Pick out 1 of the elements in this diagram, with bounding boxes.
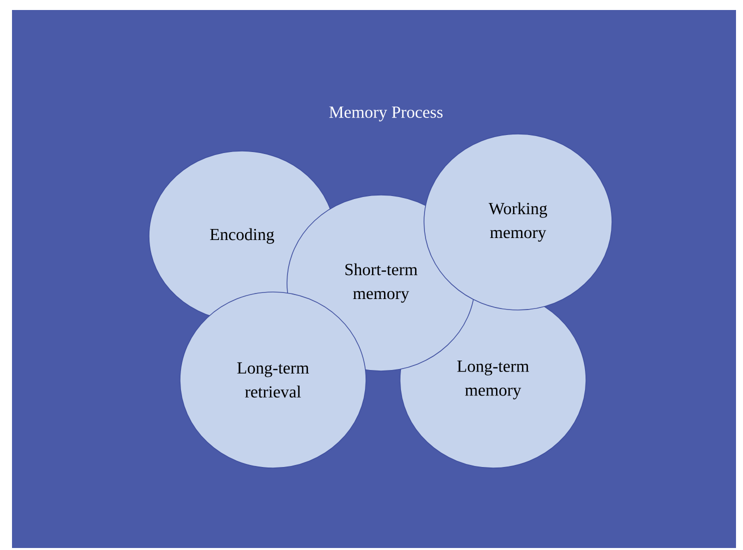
title: Memory Process [329, 106, 443, 122]
